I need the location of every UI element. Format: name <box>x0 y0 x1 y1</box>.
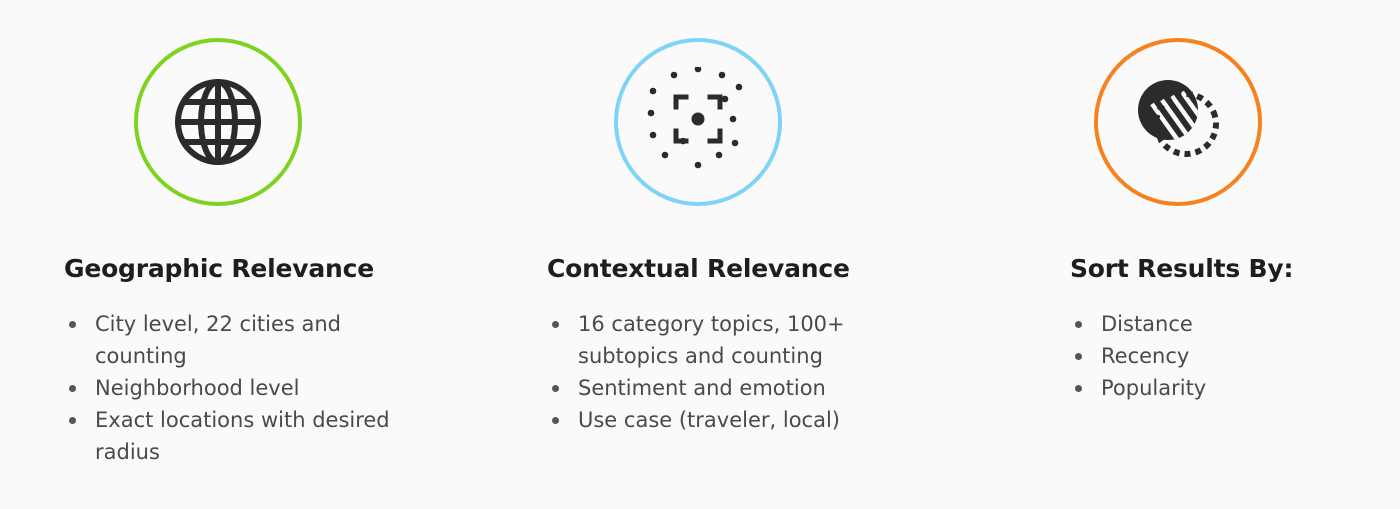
list-item: Recency <box>1075 340 1341 372</box>
column-title-sort: Sort Results By: <box>1070 254 1294 283</box>
globe-icon <box>175 79 261 165</box>
icon-ring-sort <box>1094 38 1262 206</box>
icon-ring-geographic <box>134 38 302 206</box>
feature-column-sort: Sort Results By: Distance Recency Popula… <box>1070 0 1370 509</box>
list-item: Neighborhood level <box>69 372 415 404</box>
sort-sphere-icon <box>1138 80 1219 157</box>
bullet-list-geographic: City level, 22 cities and counting Neigh… <box>64 308 415 468</box>
list-item: City level, 22 cities and counting <box>69 308 415 372</box>
list-item: Exact locations with desired radius <box>69 404 415 468</box>
list-item: 16 category topics, 100+ subtopics and c… <box>552 308 878 372</box>
list-item: Use case (traveler, local) <box>552 404 878 436</box>
bullet-list-sort: Distance Recency Popularity <box>1070 308 1341 404</box>
list-item: Distance <box>1075 308 1341 340</box>
icon-ring-contextual <box>614 38 782 206</box>
list-item: Sentiment and emotion <box>552 372 878 404</box>
bullet-list-contextual: 16 category topics, 100+ subtopics and c… <box>547 308 878 436</box>
feature-column-geographic: Geographic Relevance City level, 22 citi… <box>64 0 464 509</box>
feature-column-contextual: Contextual Relevance 16 category topics,… <box>547 0 947 509</box>
focus-dots-icon <box>647 67 743 169</box>
column-title-contextual: Contextual Relevance <box>547 254 850 283</box>
column-title-geographic: Geographic Relevance <box>64 254 375 283</box>
list-item: Popularity <box>1075 372 1341 404</box>
